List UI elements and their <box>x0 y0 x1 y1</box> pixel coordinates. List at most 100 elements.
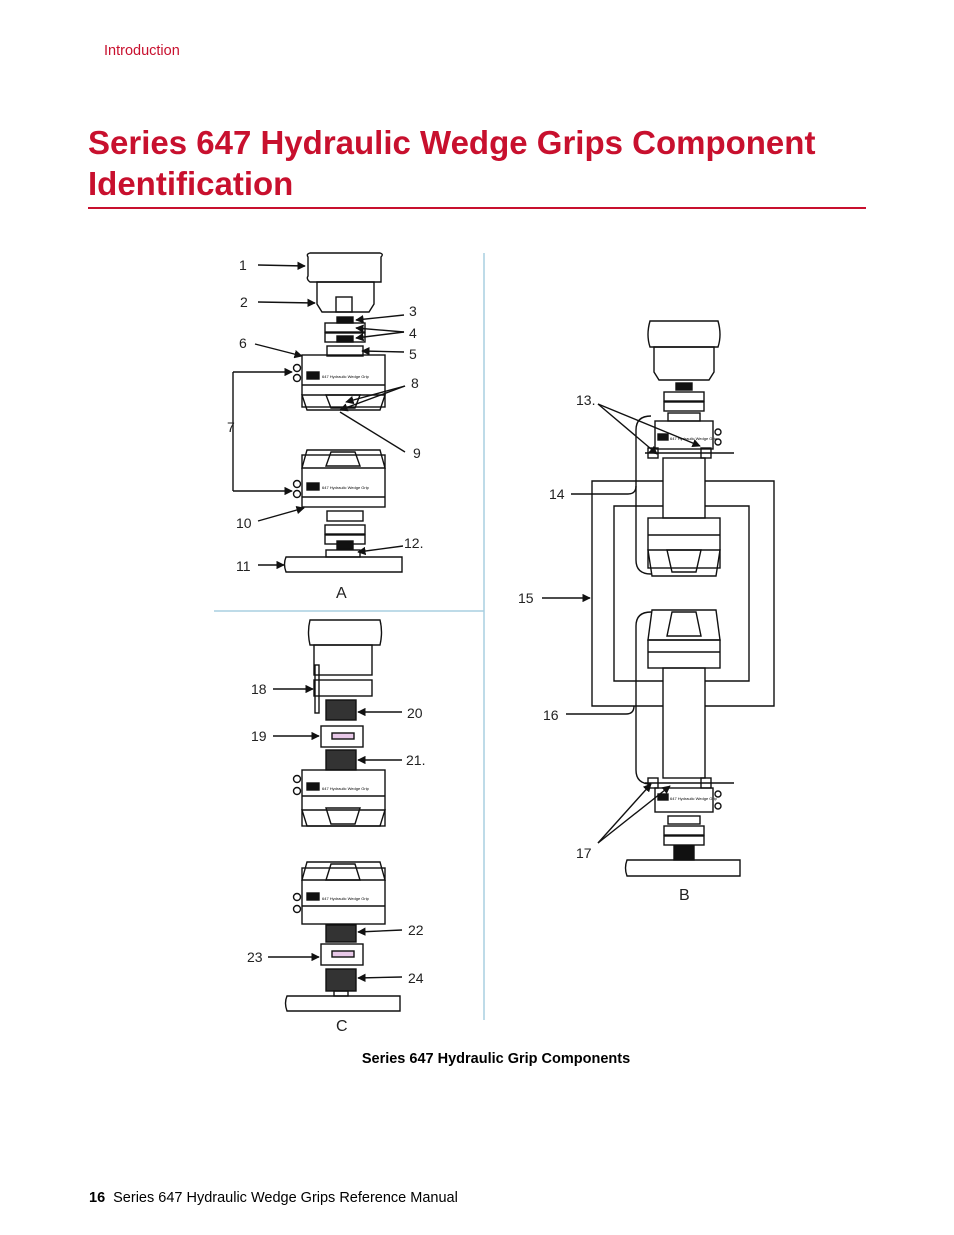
a-lower-base <box>283 556 403 573</box>
c-threaded-insert-upper <box>325 699 357 721</box>
b-stack-washer-1 <box>663 391 705 402</box>
b-upper-grip-body <box>647 517 721 569</box>
a-stack-block <box>336 316 354 324</box>
a-upper-grip-body <box>301 354 386 408</box>
b-lower-stack-plate <box>667 815 701 825</box>
b-lower-grip-collar <box>654 787 714 813</box>
a-lower-port-2 <box>292 489 302 499</box>
b-upper-knob-2 <box>714 438 722 446</box>
b-upper-crosshead <box>647 320 721 348</box>
a-upper-port-1 <box>292 363 302 373</box>
c-lower-wedge <box>325 863 361 881</box>
c-upper-grip-badge <box>306 782 320 791</box>
a-lower-grip-badge <box>306 482 320 491</box>
a-lower-stack-washer-1 <box>324 524 366 535</box>
callout-5: 5 <box>409 346 417 362</box>
b-lower-shield <box>635 611 652 785</box>
b-lower-grip-badge <box>657 793 669 801</box>
a-upper-grip-badge <box>306 371 320 380</box>
callout-2: 2 <box>240 294 248 310</box>
callout-12: 12. <box>404 535 423 551</box>
callout-13: 13. <box>576 392 595 408</box>
a-lower-wedge <box>325 451 361 467</box>
c-lower-grip-badge <box>306 892 320 901</box>
a-load-cell <box>325 549 361 558</box>
callout-22: 22 <box>408 922 424 938</box>
svg-text:647 Hydraulic Wedge Grip: 647 Hydraulic Wedge Grip <box>322 485 370 490</box>
b-lower-grip-body <box>647 639 721 669</box>
c-shim-upper-window <box>331 732 355 740</box>
b-upper-clamp-right <box>700 447 712 459</box>
a-stack-block-2 <box>336 335 354 343</box>
callout-10: 10 <box>236 515 252 531</box>
a-lower-stack-plate <box>326 510 364 522</box>
c-upper-port-1 <box>292 774 302 784</box>
a-stack-washer-1 <box>324 322 366 333</box>
callout-6: 6 <box>239 335 247 351</box>
b-upper-shield <box>635 415 652 575</box>
callout-19: 19 <box>251 728 267 744</box>
a-upper-crosshead <box>306 252 383 283</box>
c-shim-upper <box>320 725 364 748</box>
callout-14: 14 <box>549 486 565 502</box>
callout-11: 11 <box>236 558 251 574</box>
callout-20: 20 <box>407 705 423 721</box>
callout-18: 18 <box>251 681 267 697</box>
b-right-frame-inner <box>705 505 750 682</box>
b-lower-column <box>662 667 706 779</box>
callout-9: 9 <box>413 445 421 461</box>
callout-23: 23 <box>247 949 263 965</box>
b-stack-washer-2 <box>663 401 705 412</box>
title-rule <box>88 207 866 209</box>
c-shim-lower-window <box>331 950 355 958</box>
a-adapter-slot <box>335 296 353 313</box>
page-number: 16 <box>89 1190 106 1206</box>
b-lower-base <box>624 859 741 877</box>
b-stack-plate <box>667 412 701 422</box>
b-upper-adapter <box>653 346 715 381</box>
c-upper-grip-body <box>301 769 386 827</box>
c-bolt <box>314 664 320 714</box>
page-footer: 16 Series 647 Hydraulic Wedge Grips Refer… <box>89 1190 458 1206</box>
a-upper-adapter <box>316 281 375 313</box>
b-lower-knob-1 <box>714 790 722 798</box>
callout-4: 4 <box>409 325 417 341</box>
b-lower-knob-2 <box>714 802 722 810</box>
a-lower-port-1 <box>292 479 302 489</box>
c-lower-grip-body <box>301 867 386 925</box>
b-lower-clamp-left <box>647 777 659 789</box>
a-upper-port-2 <box>292 373 302 383</box>
c-upper-adapter <box>313 644 373 676</box>
b-lower-stack-washer-2 <box>663 835 705 846</box>
panel-label-b: B <box>679 887 690 904</box>
c-upper-grip-bottom <box>301 809 386 827</box>
b-lower-wedge <box>666 611 702 637</box>
a-lower-stack-block <box>336 540 354 550</box>
c-retainer <box>313 679 373 697</box>
c-threaded-insert-bottom <box>325 968 357 992</box>
b-left-frame-inner <box>613 505 663 682</box>
callout-1: 1 <box>239 257 247 273</box>
c-stud <box>333 990 349 997</box>
section-header: Introduction <box>104 43 180 59</box>
callout-21: 21. <box>406 752 425 768</box>
manual-title: Series 647 Hydraulic Wedge Grips Referen… <box>113 1190 458 1206</box>
c-upper-wedge <box>325 807 361 825</box>
c-lower-port-1 <box>292 892 302 902</box>
svg-text:647 Hydraulic Wedge Grip: 647 Hydraulic Wedge Grip <box>322 896 370 901</box>
panel-label-a: A <box>336 585 347 602</box>
b-lower-stack-block <box>673 845 695 861</box>
grip-components-figure: 647 Hydraulic Wedge Grip 647 Hydraulic W… <box>214 252 775 1035</box>
panel-label-c: C <box>336 1018 348 1035</box>
callout-24: 24 <box>408 970 424 986</box>
b-left-frame-outer <box>591 480 663 707</box>
callout-3: 3 <box>409 303 417 319</box>
b-upper-grip-collar <box>654 420 714 450</box>
c-shim-lower <box>320 943 364 966</box>
svg-text:647 Hydraulic Wedge Grip: 647 Hydraulic Wedge Grip <box>670 436 718 441</box>
callout-15: 15 <box>518 590 534 606</box>
c-lower-port-2 <box>292 904 302 914</box>
a-lower-grip-body <box>301 454 386 508</box>
a-upper-wedge <box>324 394 362 409</box>
b-upper-knob-1 <box>714 428 722 436</box>
